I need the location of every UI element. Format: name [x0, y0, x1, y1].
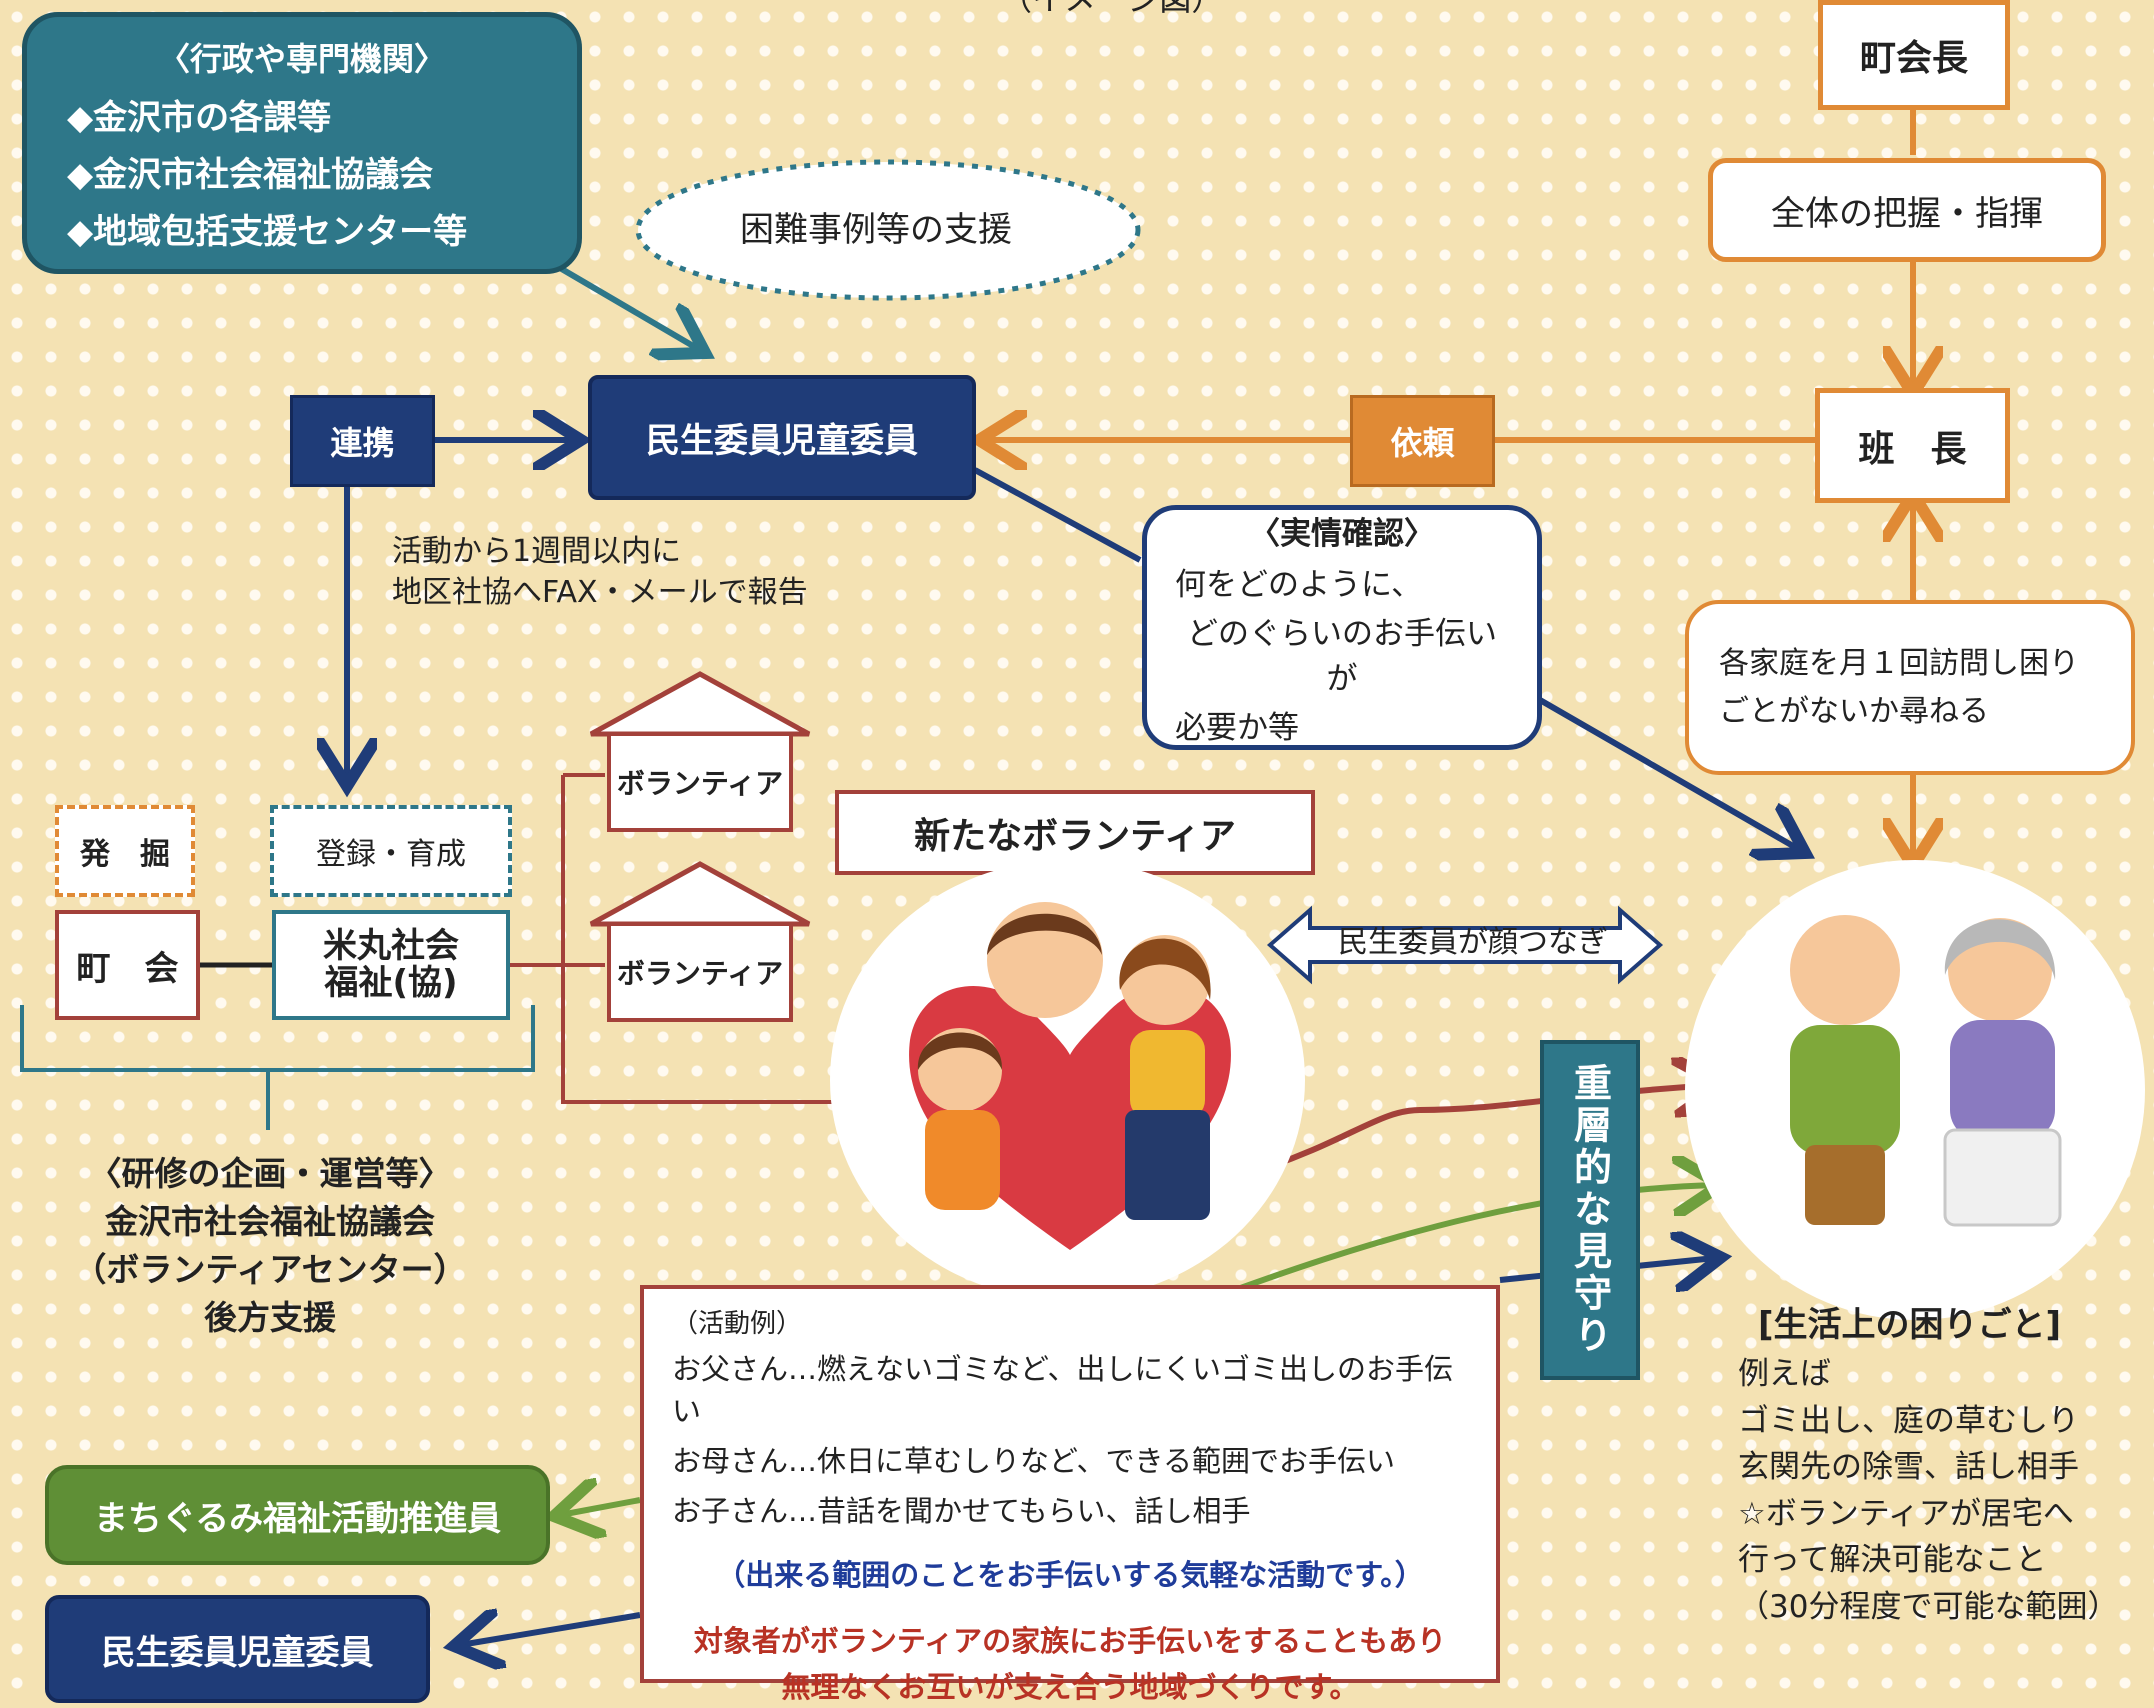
report-note-line-1: 活動から1週間以内に	[392, 534, 682, 569]
machigurumi-box: まちぐるみ福祉活動推進員	[45, 1465, 550, 1565]
irai-box: 依頼	[1350, 395, 1495, 487]
mother-skirt	[1125, 1110, 1210, 1220]
volunteer-house-2: ボランティア	[585, 858, 815, 1028]
arrow-activity-to-machigurumi	[560, 1500, 641, 1515]
yonemaru-box: 米丸社会 福祉(協)	[272, 910, 510, 1020]
volunteer-label-1: ボランティア	[607, 732, 793, 832]
visit-note-line-2: ごとがないか尋ねる	[1719, 693, 1989, 729]
renkei-box: 連携	[290, 395, 435, 487]
troubles-title: [生活上の困りごと]	[1758, 1305, 2062, 1345]
grandma-skirt	[1943, 1128, 2062, 1227]
troubles-line-5: 行って解決可能なこと	[1738, 1542, 2047, 1578]
admin-box-title: 〈行政や専門機関〉	[157, 39, 446, 78]
report-note: 活動から1週間以内に 地区社協へFAX・メールで報告	[392, 532, 808, 613]
grandpa-head	[1790, 915, 1900, 1025]
activity-red-note-1: 対象者がボランティアの家族にお手伝いをすることもあり	[693, 1624, 1447, 1658]
elders-illustration	[1790, 915, 2062, 1227]
minsei-bottom-box: 民生委員児童委員	[45, 1595, 430, 1703]
arrow-minsei-to-elders	[973, 467, 1800, 850]
training-line-2: 金沢市社会福祉協議会	[105, 1201, 435, 1241]
activity-line-1: お父さん…燃えないゴミなど、出しにくいゴミ出しのお手伝い	[672, 1352, 1453, 1428]
training-line-3: （ボランティアセンター）	[73, 1249, 467, 1289]
yonemaru-line-2: 福祉(協)	[324, 963, 458, 1003]
line-yonemaru-to-volunteers	[508, 773, 880, 1104]
jitsujo-line-2: どのぐらいのお手伝いが	[1187, 616, 1497, 697]
child-hair	[917, 1032, 1003, 1070]
activity-red-note-2: 無理なくお互いが支え合う地域づくりです。	[781, 1670, 1359, 1704]
troubles-line-2: ゴミ出し、庭の草むしり	[1738, 1402, 2079, 1439]
bracket-support	[20, 1005, 535, 1130]
jitsujo-line-3: 必要か等	[1175, 710, 1299, 746]
volunteer-house-1: ボランティア	[585, 668, 815, 838]
difficult-support-label: 困難事例等の支援	[740, 210, 1012, 250]
chokai-box: 町 会	[55, 910, 200, 1020]
hakkutsu-box: 発 掘	[55, 805, 195, 897]
mimamori-label: 重層的な見守り	[1567, 1063, 1612, 1357]
arrow-admin-to-minsei	[558, 265, 700, 350]
yonemaru-line-1: 米丸社会	[323, 925, 459, 966]
visit-note-box: 各家庭を月１回訪問し困り ごとがないか尋ねる	[1685, 600, 2135, 775]
troubles-block: [生活上の困りごと] 例えば ゴミ出し、庭の草むしり 玄関先の除雪、話し相手 ☆…	[1738, 1300, 2148, 1630]
activity-line-2: お母さん…休日に草むしりなど、できる範囲でお手伝い	[672, 1444, 1395, 1478]
admin-line-2: ◆金沢市社会福祉協議会	[67, 154, 434, 195]
house-roof-1	[589, 671, 811, 737]
father-hair	[987, 913, 1102, 955]
visit-note-line-1: 各家庭を月１回訪問し困り	[1719, 645, 2079, 681]
activity-box: （活動例） お父さん…燃えないゴミなど、出しにくいゴミ出しのお手伝い お母さん……	[640, 1285, 1500, 1704]
arrow-family-elders-red	[1260, 1085, 1715, 1170]
mother-body	[1130, 1030, 1205, 1120]
grandma-body	[1950, 1020, 2055, 1140]
house-roof-2	[589, 861, 811, 927]
hancho-box: 班 長	[1815, 388, 2010, 503]
jitsujo-box: 〈実情確認〉 何をどのように、 どのぐらいのお手伝いが 必要か等	[1142, 505, 1542, 750]
kaotsunagi-label: 民生委員が顔つなぎ	[1338, 925, 1608, 960]
admin-line-1: ◆金沢市の各課等	[67, 97, 332, 138]
volunteer-label-2: ボランティア	[607, 922, 793, 1022]
minsei-top-box: 民生委員児童委員	[588, 375, 976, 500]
report-note-line-2: 地区社協へFAX・メールで報告	[392, 574, 808, 610]
family-illustration	[909, 902, 1231, 1250]
activity-blue-note: （出来る範囲のことをお手伝いする気軽な活動です。）	[716, 1558, 1424, 1592]
jitsujo-line-1: 何をどのように、	[1175, 567, 1423, 603]
arrow-green-to-elders	[1233, 1185, 1715, 1293]
grandma-hair	[1944, 919, 2056, 980]
jitsujo-title: 〈実情確認〉	[1249, 516, 1435, 552]
troubles-line-6: （30分程度で可能な範囲）	[1738, 1588, 2119, 1625]
touroku-box: 登録・育成	[270, 805, 512, 897]
mimamori-box: 重層的な見守り	[1540, 1040, 1640, 1380]
activity-label: （活動例）	[672, 1309, 803, 1339]
mother-hair	[1119, 938, 1211, 1000]
header-caption: （イメージ図）	[1000, 0, 1223, 21]
training-line-1: 〈研修の企画・運営等〉	[88, 1154, 452, 1193]
arrow-kaotsunagi	[1266, 905, 1664, 985]
training-block: 〈研修の企画・運営等〉 金沢市社会福祉協議会 （ボランティアセンター） 後方支援	[40, 1150, 500, 1341]
troubles-line-1: 例えば	[1738, 1356, 1831, 1392]
training-line-4: 後方支援	[204, 1297, 336, 1337]
chokaicho-box: 町会長	[1818, 0, 2010, 110]
elders-circle	[1685, 860, 2145, 1320]
admin-box: 〈行政や専門機関〉 ◆金沢市の各課等 ◆金沢市社会福祉協議会 ◆地域包括支援セン…	[22, 12, 582, 274]
zentai-box: 全体の把握・指揮	[1708, 158, 2106, 262]
difficult-support-ellipse	[635, 159, 1141, 301]
grandpa-body	[1790, 1025, 1900, 1155]
child-body	[925, 1110, 1000, 1210]
grandpa-legs	[1805, 1145, 1885, 1225]
arrow-activity-to-minsei-bottom	[460, 1615, 641, 1645]
troubles-line-4: ☆ボランティアが居宅へ	[1738, 1495, 2074, 1532]
troubles-line-3: 玄関先の除雪、話し相手	[1738, 1449, 2079, 1485]
activity-line-3: お子さん…昔話を聞かせてもらい、話し相手	[672, 1494, 1251, 1528]
admin-line-3: ◆地域包括支援センター等	[67, 211, 468, 252]
